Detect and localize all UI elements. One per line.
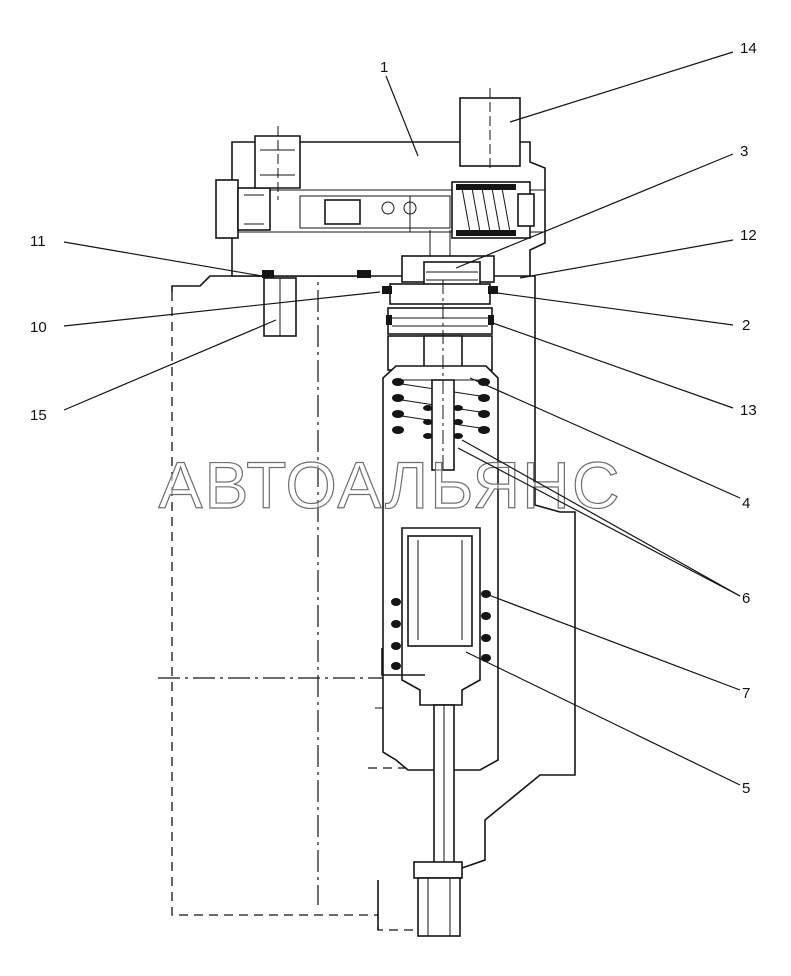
callout-1: 1	[380, 59, 388, 76]
upper-spring	[392, 378, 490, 434]
watermark: АВТОАЛЬЯНС	[159, 448, 622, 522]
callout-4: 4	[742, 495, 750, 512]
callout-labels: 1 14 3 12 11 2 10 13 15 4 6 7 5	[30, 40, 757, 797]
callout-14: 14	[740, 40, 757, 57]
inner-spring	[423, 405, 463, 439]
callout-11: 11	[30, 233, 46, 250]
callout-3: 3	[740, 143, 748, 160]
manifold-block	[215, 88, 546, 277]
leader-lines	[63, 51, 741, 786]
callout-15: 15	[30, 407, 47, 424]
callout-5: 5	[742, 780, 750, 797]
callout-7: 7	[742, 685, 750, 702]
housing-outline	[158, 255, 576, 931]
callout-12: 12	[740, 227, 757, 244]
callout-6: 6	[742, 590, 750, 607]
callout-2: 2	[742, 317, 750, 334]
left-bolt	[262, 270, 371, 337]
valve-cartridge	[381, 255, 499, 937]
callout-13: 13	[740, 402, 757, 419]
callout-10: 10	[30, 319, 47, 336]
